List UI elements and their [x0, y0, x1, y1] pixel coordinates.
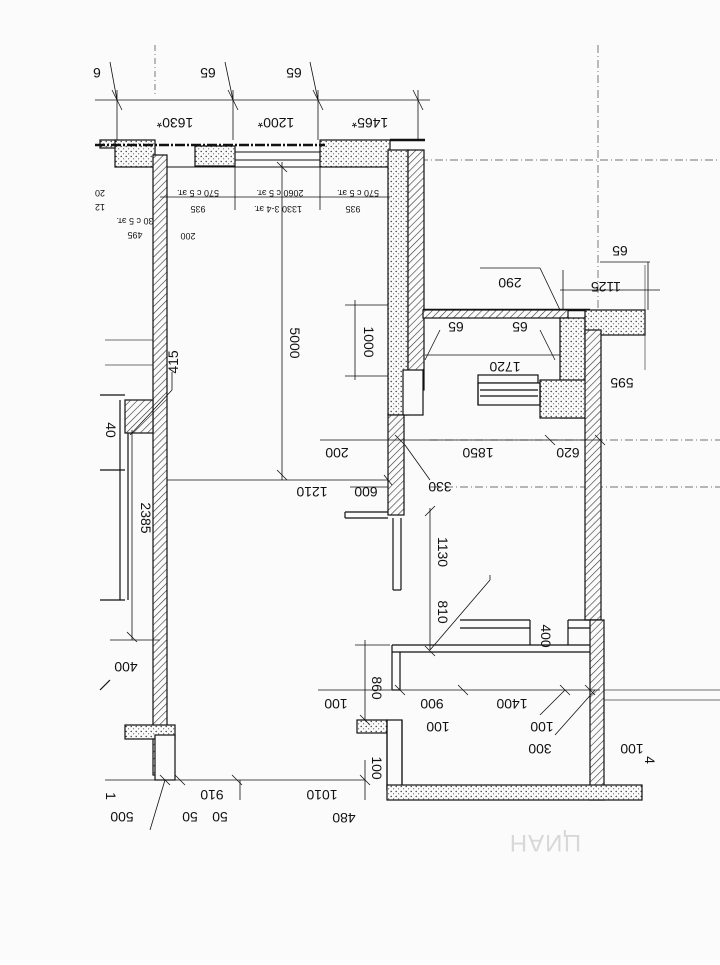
dim-910: 910: [200, 787, 224, 803]
dim-1210: 1210: [296, 484, 327, 500]
dim-1125: 1125: [591, 279, 621, 295]
dim-100-far-right: 100: [620, 741, 644, 757]
window-labels: 570 с 5 эт. 2060 с 5 эт. 570 с 5 эт. 133…: [95, 188, 379, 241]
dim-1720: 1720: [489, 359, 520, 375]
dim-200-mid: 200: [325, 445, 349, 461]
dim-top-1465: 1465*: [351, 115, 388, 131]
window-label-570-left: 570 с 5 эт.: [177, 188, 219, 198]
dim-1130: 1130: [435, 537, 451, 567]
dim-100-mid: 100: [426, 719, 450, 735]
window-label-30: 30 с 5 эт.: [116, 216, 153, 226]
dimension-lines: [95, 61, 660, 831]
dim-100-vertical: 100: [369, 756, 385, 780]
window-label-2060: 2060 с 5 эт.: [256, 188, 303, 198]
dim-12: 12: [95, 202, 105, 212]
dim-900: 900: [420, 696, 444, 712]
dim-1: 1: [103, 792, 119, 800]
dim-400-left: 400: [114, 659, 138, 675]
room-dimension-labels: 5000 1210 1000 415 2385 400 40 500 50 50…: [103, 326, 658, 826]
window-label-1330: 1330 3-4 эт.: [254, 204, 302, 214]
top-wall: [95, 139, 391, 168]
dim-100-right: 100: [530, 719, 554, 735]
watermark: ЦИАН: [509, 829, 581, 856]
dim-2385: 2385: [138, 502, 154, 533]
window-label-570-right: 570 с 5 эт.: [337, 188, 379, 198]
dim-500: 500: [110, 809, 134, 825]
dim-495: 495: [127, 230, 142, 240]
dim-top-65-a: 65: [200, 65, 216, 81]
dim-415: 415: [165, 350, 181, 374]
dim-65-shaft-left: 65: [448, 319, 464, 335]
dim-top-1630: 1630*: [156, 115, 193, 131]
dim-40: 40: [103, 422, 119, 438]
dim-480: 480: [332, 810, 356, 826]
dim-860: 860: [369, 676, 385, 700]
dim-1010: 1010: [306, 787, 337, 803]
dim-1400: 1400: [496, 696, 527, 712]
dim-600: 600: [354, 484, 378, 500]
top-dimension-labels: 1630* 1200* 1465* 65 65 6: [93, 65, 388, 131]
dim-5000: 5000: [287, 327, 303, 358]
dim-4: 4: [642, 756, 658, 764]
lower-walls: [356, 619, 643, 801]
dim-620: 620: [556, 445, 580, 461]
dim-100-left: 100: [324, 696, 348, 712]
left-wall: [99, 154, 176, 781]
dim-50-b: 50: [212, 809, 228, 825]
right-block: [422, 308, 646, 621]
dim-20: 20: [95, 188, 105, 198]
dim-1850: 1850: [462, 445, 493, 461]
dim-935-right: 935: [345, 204, 360, 214]
central-wall-upper: [344, 138, 425, 591]
dim-65-shaft-right: 65: [512, 319, 528, 335]
dim-50-a: 50: [182, 809, 198, 825]
dim-290: 290: [498, 275, 522, 291]
dim-935-left: 935: [190, 204, 205, 214]
dim-595: 595: [610, 375, 634, 391]
dim-1000: 1000: [361, 326, 377, 357]
right-block-labels: 290 65 65 1720 1125 65 595: [448, 243, 634, 391]
dim-65-corner: 65: [612, 243, 628, 259]
dim-top-65-b: 65: [286, 65, 302, 81]
dim-330: 330: [428, 479, 452, 495]
dim-200-top: 200: [180, 231, 195, 241]
dim-300: 300: [528, 741, 552, 757]
dim-400-right: 400: [538, 624, 554, 648]
dim-810: 810: [435, 600, 451, 624]
dim-top-1200: 1200*: [257, 115, 294, 131]
dim-top-6: 6: [93, 65, 101, 81]
